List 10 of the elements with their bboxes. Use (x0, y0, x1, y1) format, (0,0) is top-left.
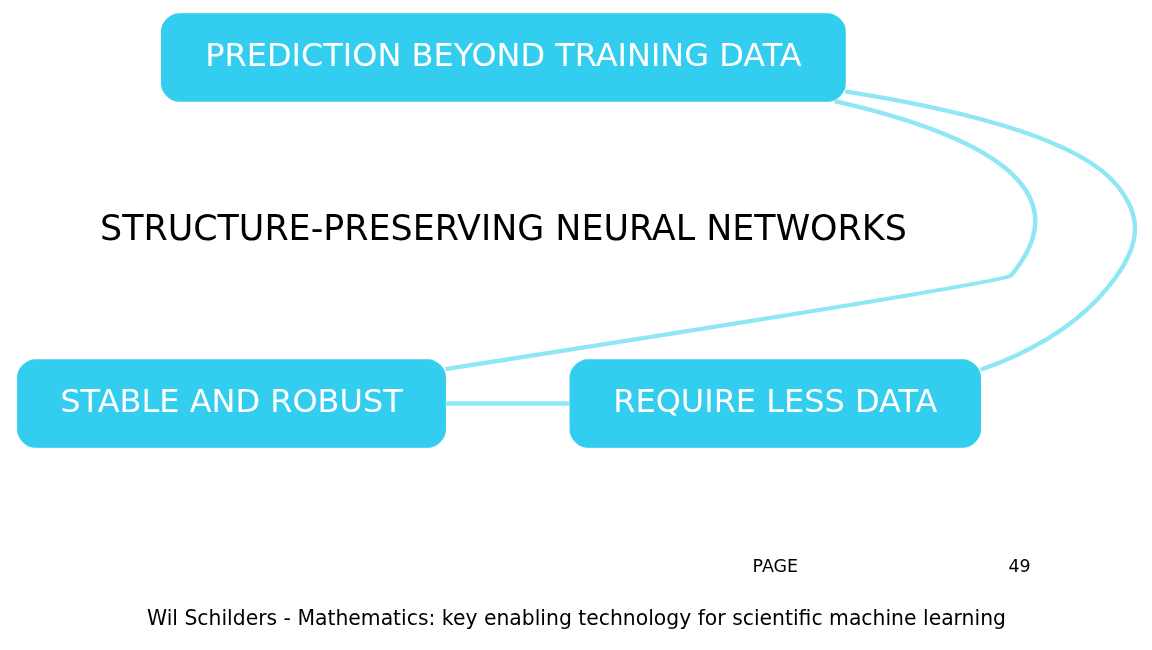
node-text: STRUCTURE-PRESERVING NEURAL NETWORKS (99, 207, 907, 248)
node-box: REQUIRE LESS DATA (569, 359, 981, 448)
connector (844, 89, 1137, 372)
label: 49 (1007, 555, 1031, 576)
connector (444, 99, 1037, 372)
label: PAGE (752, 555, 798, 576)
node-box: STABLE AND ROBUST (16, 359, 446, 448)
connector (445, 401, 570, 406)
node-box: PREDICTION BEYOND TRAINING DATA (160, 13, 846, 102)
caption: Wil Schilders - Mathematics: key enabling technology for scientific machine learning (146, 605, 1006, 630)
